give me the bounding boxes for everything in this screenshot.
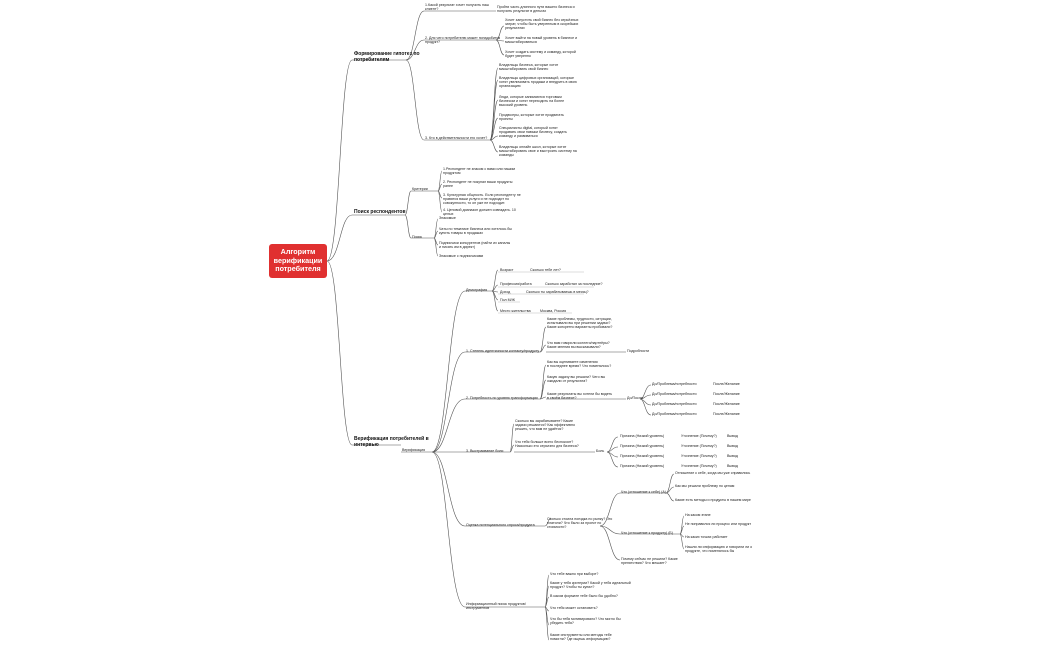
after-4[interactable]: После/Желание <box>713 412 740 416</box>
product-relation-2[interactable]: Не понравился ли процесс или продукт <box>685 522 752 526</box>
node-criteria[interactable]: Критерии <box>412 187 428 191</box>
pain-result-2[interactable]: Вывод <box>727 444 738 448</box>
node-search[interactable]: Поиск <box>412 235 422 239</box>
info-search-5[interactable]: Что бы тебя мотивировало? Что могло бы у… <box>550 617 621 626</box>
node-audience-4[interactable]: Продюсеры, которые хотят продвигать прое… <box>499 113 564 122</box>
before-2[interactable]: До/Проблема/потребности <box>652 392 697 396</box>
demo-label-gender[interactable]: Пол М/Ж <box>500 298 515 302</box>
node-stage-1[interactable]: 1. Степень идентичности контакту/продукт… <box>466 349 540 353</box>
node-self-relation[interactable]: Что (отношение к себе) (А) <box>621 490 666 494</box>
branch-hypotheses[interactable]: Формирование гипотез по потребителям <box>354 51 420 63</box>
node-need-3[interactable]: Хочет создать систему и команду, которой… <box>505 50 576 59</box>
before-4[interactable]: До/Проблема/потребности <box>652 412 697 416</box>
after-1[interactable]: После/Желание <box>713 382 740 386</box>
branch-verification[interactable]: Верификация потребителей в интервью <box>354 436 429 448</box>
pain-cause-3[interactable]: Причина (Низкий уровень) <box>620 454 665 458</box>
before-3[interactable]: До/Проблема/потребности <box>652 402 697 406</box>
branch-respondents[interactable]: Поиск респондентов <box>354 209 406 215</box>
node-audience-1[interactable]: Владельцы бизнеса, которые хотят масштаб… <box>499 63 559 72</box>
info-search-1[interactable]: Что тебе важно при выборе? <box>550 572 599 576</box>
product-relation-4[interactable]: Нашли ли информацию и говорили ли о прод… <box>685 545 753 554</box>
demo-label-profession[interactable]: Профессия/работа <box>500 282 532 286</box>
demo-value-income[interactable]: Сколько ты зарабатываешь в месяц? <box>526 290 589 294</box>
node-stage-2-q3[interactable]: Какие результаты вы хотели бы видеть в с… <box>547 392 613 401</box>
before-1[interactable]: До/Проблема/потребности <box>652 382 697 386</box>
self-relation-2[interactable]: Как мы решали проблему по ценам <box>675 484 735 488</box>
info-search-3[interactable]: В каком формате тебе было бы удобно? <box>550 594 618 598</box>
pain-detail-1[interactable]: Уточнение (Почему?) <box>681 434 717 438</box>
self-relation-1[interactable]: Отношение к себе, когда мы уже справилис… <box>675 471 751 475</box>
node-stage-3-q1[interactable]: Сколько вы зарабатываете? Какие задачи р… <box>515 419 575 432</box>
node-search-2[interactable]: Чаты по тематике бизнеса или хотелось бы… <box>439 227 512 236</box>
pain-detail-4[interactable]: Уточнение (Почему?) <box>681 464 717 468</box>
node-stage-1-q1[interactable]: Какие проблемы, трудности, ситуации, исп… <box>547 317 613 330</box>
product-relation-1[interactable]: На каком этапе <box>685 513 711 517</box>
node-search-3[interactable]: Подписчики конкурентов (найти их каналы … <box>439 241 511 250</box>
node-search-4[interactable]: Знакомые с подписчиками <box>439 254 484 258</box>
root-node[interactable]: Алгоритм верификации потребителя <box>269 244 327 278</box>
node-stage-2[interactable]: 2. Потребность по уровню трансформации <box>466 396 538 400</box>
pain-detail-2[interactable]: Уточнение (Почему?) <box>681 444 717 448</box>
node-stage-1-details[interactable]: Подробности <box>627 349 650 353</box>
node-audience-5[interactable]: Специалисты digital, который хотят прода… <box>499 126 567 139</box>
demo-value-age[interactable]: Сколько тебе лет? <box>530 268 561 272</box>
node-audience-6[interactable]: Владельцы онлайн школ, которые хотят мас… <box>499 145 577 158</box>
node-need-2[interactable]: Хочет выйти на новый уровень в бизнесе и… <box>505 36 578 45</box>
info-search-2[interactable]: Какие у тебя критерии? Какой у тебя идеа… <box>550 581 631 590</box>
demo-label-age[interactable]: Возраст <box>500 268 514 272</box>
product-relation-3[interactable]: На каких точках работает <box>685 535 728 539</box>
pain-result-4[interactable]: Вывод <box>727 464 738 468</box>
node-criterion-1[interactable]: 1.Респондент не знаком с вами или нашим … <box>443 167 515 176</box>
node-search-1[interactable]: Знакомые <box>439 216 456 220</box>
node-stage-3[interactable]: 3. Выстраивание боли <box>466 449 504 453</box>
node-demography[interactable]: Демография <box>466 288 488 292</box>
demo-label-location[interactable]: Место жительства <box>500 309 531 313</box>
pain-result-3[interactable]: Вывод <box>727 454 738 458</box>
pain-cause-2[interactable]: Причина (Низкий уровень) <box>620 444 665 448</box>
node-stage-3-q2[interactable]: Что тебя больше всего беспокоит? Насколь… <box>515 440 579 449</box>
node-audience-2[interactable]: Владельцы цифровых организаций, которые … <box>499 76 577 89</box>
pain-cause-4[interactable]: Причина (Низкий уровень) <box>620 464 665 468</box>
pain-result-1[interactable]: Вывод <box>727 434 738 438</box>
node-pain[interactable]: Боль <box>596 449 605 453</box>
node-why-not-now[interactable]: Почему сейчас не решили? Какие препятств… <box>621 557 678 566</box>
node-need-1[interactable]: Хочет запустить свой бизнес без серьёзны… <box>505 18 579 31</box>
after-2[interactable]: После/Желание <box>713 392 740 396</box>
node-verification[interactable]: Верификация <box>402 448 426 452</box>
pain-cause-1[interactable]: Причина (Низкий уровень) <box>620 434 665 438</box>
node-answer-1[interactable]: Пройти часть длинного пути вашего бизнес… <box>497 5 575 14</box>
node-stage-5[interactable]: Информационный поиск продуктов/ инструме… <box>466 602 526 611</box>
node-before-after[interactable]: До/После <box>627 396 643 400</box>
node-stage-4[interactable]: Оценка потенциального спроса/продукта <box>466 523 535 527</box>
self-relation-3[interactable]: Какие есть методы и продукты в нашем мир… <box>675 498 751 502</box>
node-stage-4-q[interactable]: Сколько стоила поездка по рынку? Что пла… <box>547 517 613 530</box>
node-stage-1-q2[interactable]: Что вам говорили коллеги/партнёры? Какие… <box>547 341 610 350</box>
demo-label-income[interactable]: Доход <box>500 290 511 294</box>
node-stage-2-q2[interactable]: Какую задачу вы решали? Чего вы ожидали … <box>547 375 606 384</box>
demo-value-profession[interactable]: Сколько заработал за последние? <box>545 282 603 286</box>
info-search-4[interactable]: Что тебя может остановить? <box>550 606 598 610</box>
node-criterion-3[interactable]: 3. Культурная общность. Если респонденту… <box>443 193 521 206</box>
node-criterion-4[interactable]: 4. Ценовой диапазон должен совпадать. 10… <box>443 208 516 217</box>
node-stage-2-q1[interactable]: Как вы оцениваете изменения в последнее … <box>547 360 612 369</box>
node-criterion-2[interactable]: 2. Респондент не покупал ваши продукты р… <box>443 180 513 189</box>
info-search-6[interactable]: Какие инструменты или методы тебе помогл… <box>550 633 612 642</box>
demo-value-location[interactable]: Москва, Россия <box>540 309 567 313</box>
after-3[interactable]: После/Желание <box>713 402 740 406</box>
node-question-1[interactable]: 1.Какой результат хочет получить наш кли… <box>425 3 489 12</box>
node-product-relation[interactable]: Что (отношение к продукту) (Б) <box>621 531 673 535</box>
node-question-2[interactable]: 2. Для чего потребителю может понадобитс… <box>425 36 501 45</box>
node-audience-3[interactable]: Люди, которые занимаются торговым бизнес… <box>499 95 565 108</box>
node-question-3[interactable]: 3. Кто в действительности его хочет? <box>425 136 488 140</box>
pain-detail-3[interactable]: Уточнение (Почему?) <box>681 454 717 458</box>
